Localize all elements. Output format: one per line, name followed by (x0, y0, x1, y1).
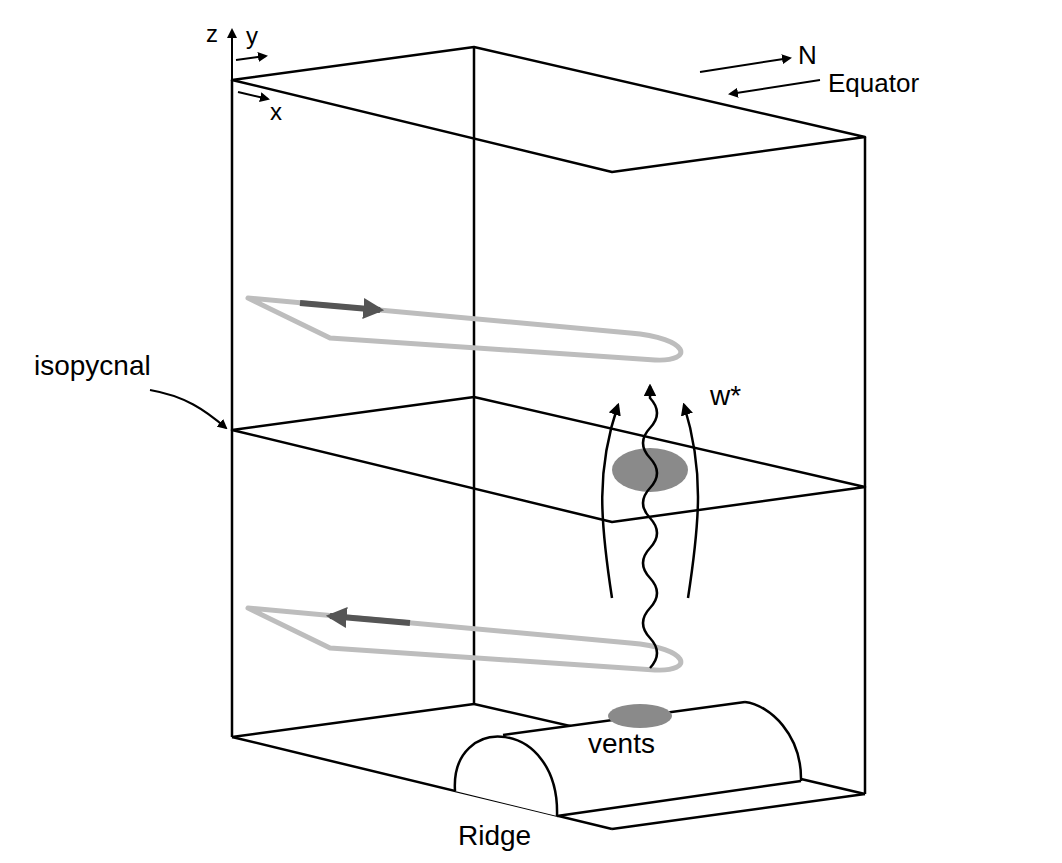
axis-label: x (270, 100, 282, 124)
lower-circulation-loop (248, 608, 681, 670)
top-face (232, 47, 865, 172)
leader-arrow (150, 390, 226, 428)
upwelling-arrow (602, 405, 618, 598)
surface-label: isopycnal (34, 352, 151, 380)
bottom-left-edge (232, 704, 474, 737)
feature-label: Ridge (458, 822, 531, 850)
wavy-upwelling-arrow (643, 386, 657, 668)
ridge-end (745, 702, 801, 781)
bottom-back-edge (801, 779, 865, 794)
ridge-base (557, 781, 801, 816)
ridge-arch (455, 737, 557, 816)
y-axis-arrow (236, 56, 266, 60)
axis-label: y (246, 24, 258, 48)
isopycnal-plane (232, 397, 865, 522)
feature-label: vents (588, 730, 655, 758)
flow-arrow (330, 616, 410, 623)
direction-label: Equator (828, 70, 919, 96)
box-edge (473, 47, 476, 704)
vent-patch (608, 704, 672, 728)
z-axis-arrow (231, 30, 233, 80)
isopycnal-patch (612, 448, 688, 492)
equator-arrow (730, 80, 820, 94)
box-edge (864, 137, 867, 794)
upper-circulation-loop (248, 298, 681, 360)
north-arrow (700, 58, 790, 72)
upwelling-arrow (684, 405, 698, 598)
axis-label: z (206, 22, 218, 46)
box-edge (231, 80, 234, 737)
x-axis-arrow (238, 92, 268, 99)
flow-arrow (300, 303, 380, 310)
direction-label: N (798, 42, 817, 68)
flow-label: w* (710, 382, 741, 410)
